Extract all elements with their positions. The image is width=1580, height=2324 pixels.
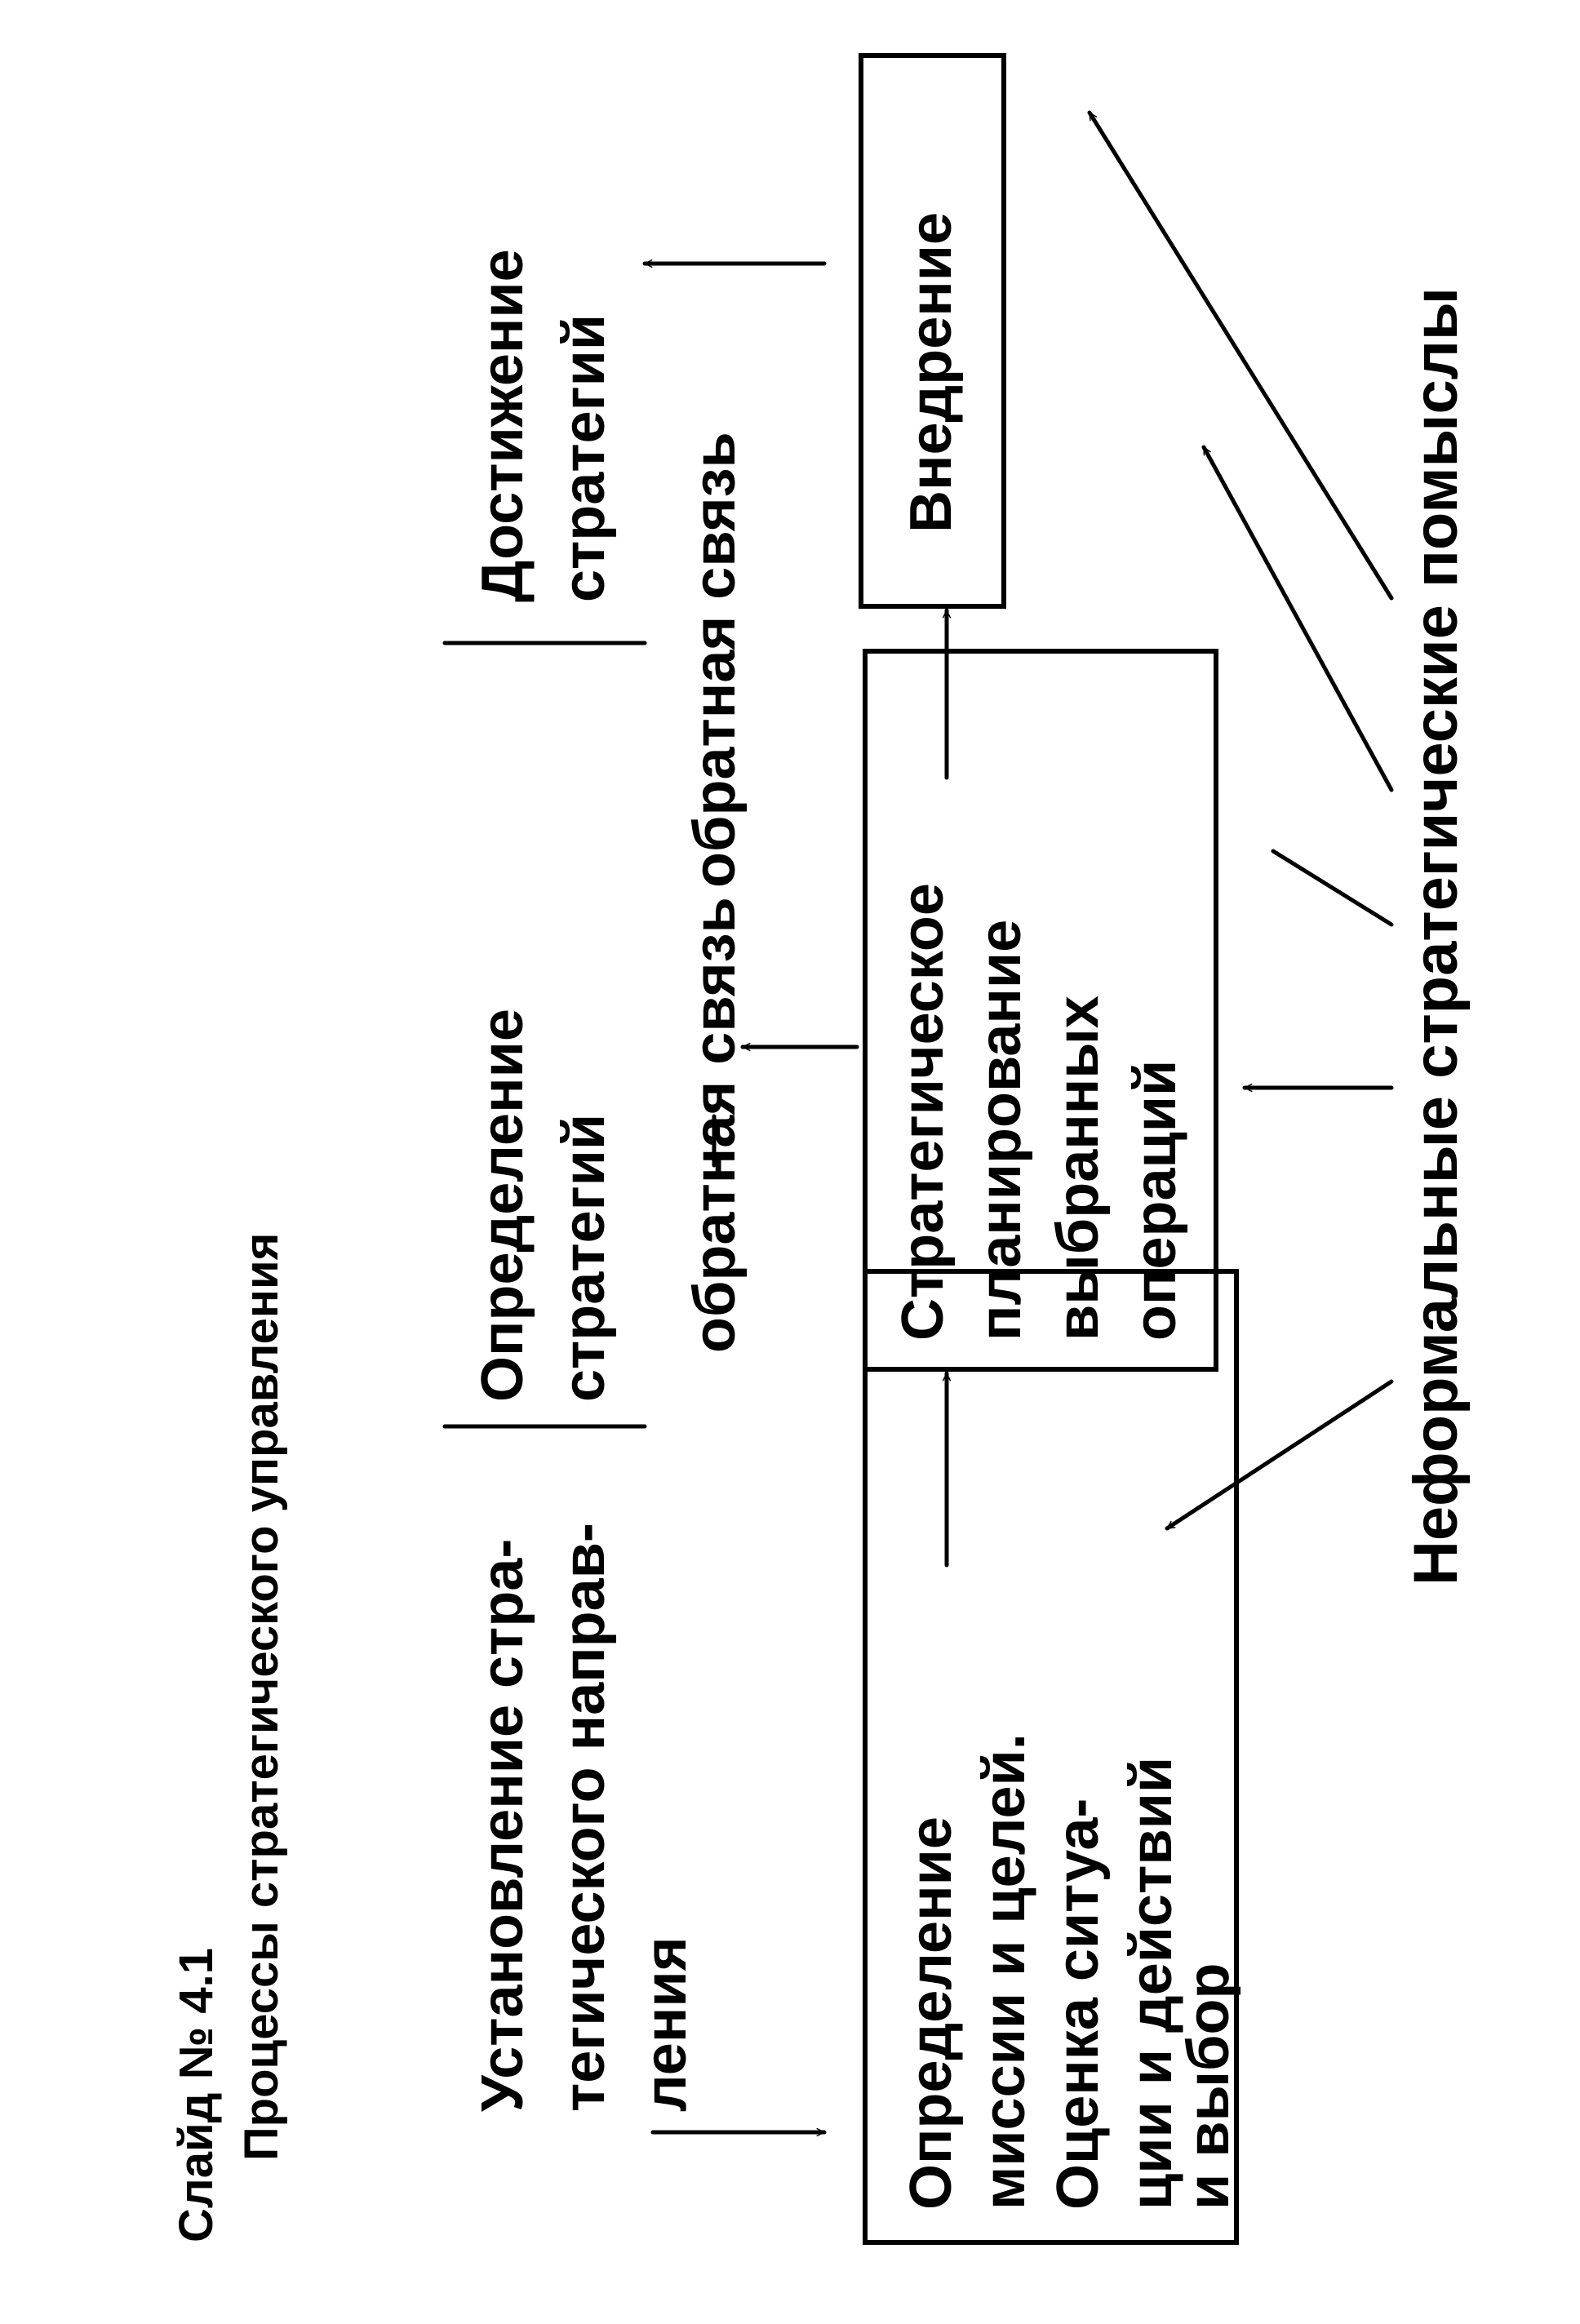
box-planning: Стратегическое планирование выбранных оп… — [863, 649, 1218, 1372]
phase-achieve-strategies: Достижение стратегий — [470, 233, 617, 602]
phase2-line2: стратегий — [552, 1114, 617, 1402]
box-planning-line3: выбранных — [1045, 996, 1111, 1341]
phase1-line1: Установление стра- — [470, 1539, 535, 2112]
svg-text:Достижение стратегий: Достижение стратегий — [470, 233, 617, 602]
box-mission-line3: Оценка ситуа- — [1045, 1798, 1111, 2210]
informal-arrows — [1087, 110, 1394, 1531]
slide-title: Процессы стратегического управления — [235, 1233, 288, 2161]
svg-text:Определение миссии и ц: Определение миссии и целей. Оценка ситуа… — [899, 1717, 1241, 2210]
informal-arrow-to-planning-top — [1271, 849, 1394, 927]
box-mission-line1: Определение — [899, 1816, 964, 2210]
box-implementation: Внедрение — [859, 53, 1006, 609]
feedback-arrows — [642, 259, 859, 2137]
phase1-line3: ления — [633, 1936, 699, 2112]
informal-arrow-to-implementation-right — [1087, 110, 1394, 601]
informal-thoughts-label: Неформальные стратегические помыслы — [1401, 287, 1471, 1586]
slide-number: Слайд № 4.1 — [170, 1948, 223, 2242]
feedback-label-2: обратная связь — [682, 432, 748, 888]
phase1-line2: тегического направ- — [552, 1523, 617, 2112]
box-mission-line2: миссии и целей. — [972, 1733, 1037, 2210]
informal-arrow-to-implementation-left — [1201, 445, 1394, 792]
svg-text:Стратегическое планиро: Стратегическое планирование выбранных оп… — [890, 867, 1188, 1341]
phase3-line2: стратегий — [552, 314, 617, 602]
phase3-line1: Достижение — [470, 249, 535, 602]
informal-arrow-to-mission — [1165, 1379, 1394, 1531]
phase-define-strategies: Определение стратегий — [470, 992, 617, 1402]
box-mission: Определение миссии и целей. Оценка ситуа… — [863, 1269, 1241, 2245]
box-implementation-label: Внедрение — [899, 212, 964, 533]
svg-text:Установление стра- т: Установление стра- тегического направ- л… — [470, 1506, 699, 2112]
box-planning-line1: Стратегическое — [890, 883, 956, 1341]
box-planning-line2: планирование — [968, 920, 1033, 1341]
box-mission-line4: ции и действий — [1119, 1757, 1184, 2210]
slide-header: Слайд № 4.1 Процессы стратегического упр… — [170, 1233, 288, 2242]
box-mission-line5: и выбор — [1176, 1963, 1241, 2210]
phase-establish-direction: Установление стра- тегического направ- л… — [470, 1506, 699, 2112]
phase-headings: Установление стра- тегического направ- л… — [442, 233, 699, 2112]
phase2-line1: Определение — [470, 1009, 535, 1402]
svg-text:Определение стратеги: Определение стратегий — [470, 992, 617, 1402]
box-planning-line4: операций — [1123, 1060, 1188, 1341]
